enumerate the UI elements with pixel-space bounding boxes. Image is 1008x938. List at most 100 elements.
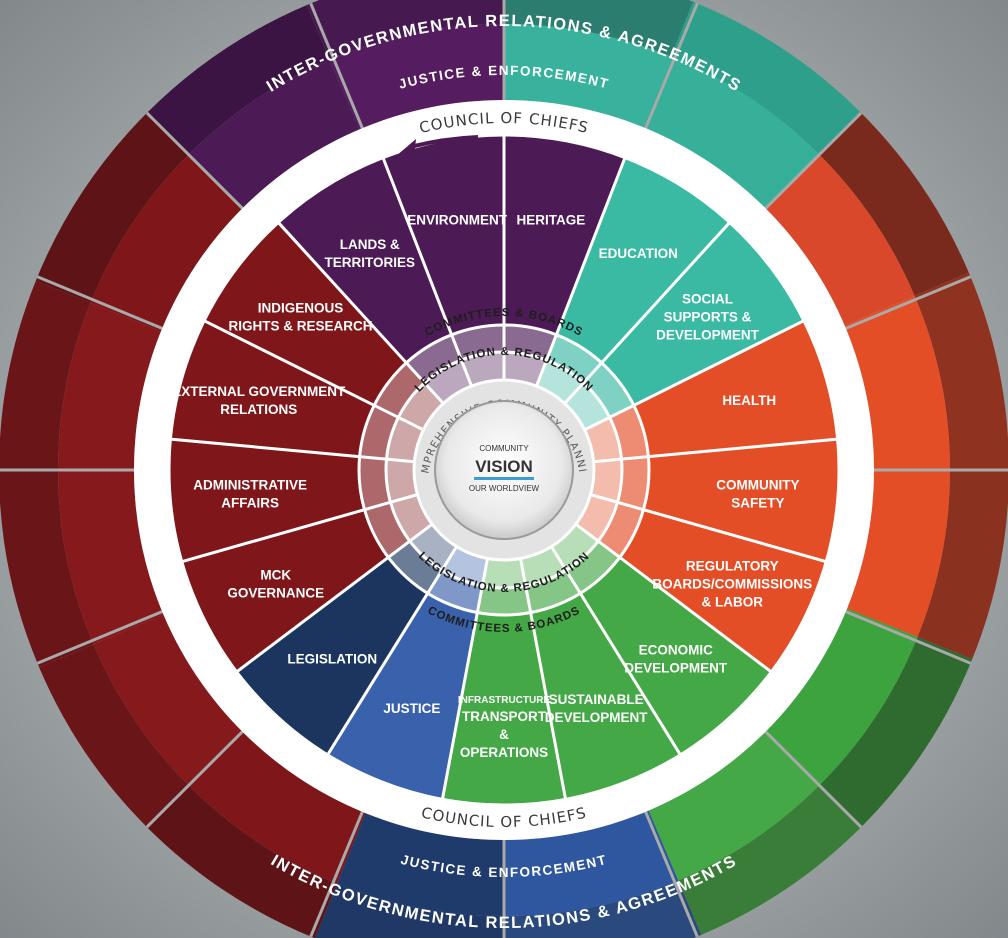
legislation-cell: [386, 417, 424, 462]
segment-justice: [327, 593, 478, 800]
outer-band-segment: [819, 637, 973, 828]
enforcement-band-segment: [336, 813, 504, 916]
legislation-cell: [390, 494, 433, 542]
segment-divider: [593, 437, 838, 464]
segment-dividers: [167, 133, 841, 807]
outer-divider: [309, 811, 364, 938]
committee-cell: [364, 502, 410, 558]
segment-divider: [181, 493, 418, 564]
outer-band-segment: [146, 5, 330, 155]
segment-regulatory-boards: [619, 509, 827, 672]
segment-label-heritage: HERITAGE: [516, 212, 585, 227]
segment-divider: [550, 545, 682, 756]
center-small-top: COMMUNITY: [479, 444, 529, 453]
outer-divider: [764, 111, 863, 210]
outer-band-segment: [504, 0, 694, 57]
committee-cell: [598, 502, 644, 558]
outer-band-segment: [0, 470, 94, 668]
segment-indigenous-rights: [204, 222, 407, 406]
segment-label-education: EDUCATION: [599, 246, 678, 261]
segment-divider: [535, 157, 627, 387]
segment-health: [633, 320, 838, 457]
segment-divider: [583, 319, 805, 432]
enforcement-band-segment: [648, 731, 820, 881]
enforcement-band-segment: [58, 470, 164, 645]
segment-label-health: HEALTH: [722, 393, 776, 408]
legislation-cell: [398, 382, 444, 430]
outer-band-segment: [0, 280, 91, 470]
main-ring-border: [167, 133, 841, 807]
committee-cell: [406, 334, 462, 383]
enforcement-band-segment: [504, 810, 679, 916]
enforcement-band-segment: [93, 614, 243, 786]
outer-band-segment: [146, 785, 337, 938]
legislation-cell: [575, 494, 618, 542]
center-small-bottom: OUR WORLDVIEW: [469, 484, 540, 493]
legislation-cell: [551, 524, 599, 571]
outer-divider: [36, 275, 163, 330]
outer-divider: [644, 811, 699, 938]
outer-band-segment: [314, 883, 504, 938]
outer-band-segment: [306, 0, 504, 60]
legislation-cell: [590, 459, 623, 503]
segment-divider: [235, 523, 434, 674]
legislation-cell: [584, 417, 622, 462]
committee-cell: [566, 541, 620, 594]
committee-cell: [374, 362, 425, 418]
legislation-cell: [409, 524, 457, 571]
segment-divider: [563, 221, 731, 405]
enforcement-band-segment: [765, 608, 918, 786]
legislation-cell: [424, 359, 472, 404]
arrow-head-icon: [396, 139, 416, 158]
segment-education: [556, 157, 730, 363]
outer-divider: [764, 730, 863, 829]
committee-cell: [525, 570, 581, 613]
segment-administrative-affairs: [168, 439, 365, 562]
main-segments: [168, 135, 839, 805]
enforcement-band-segment: [504, 24, 672, 127]
center-underline: [474, 477, 534, 480]
center-vision-title: VISION: [475, 457, 533, 476]
enforcement-band-segment: [188, 731, 366, 884]
segment-label-lands-territories: LANDS &TERRITORIES: [325, 237, 416, 270]
segment-economic-development: [580, 557, 772, 755]
outer-band-segment: [678, 785, 862, 935]
outer-divider: [36, 610, 163, 665]
ring-border: [357, 323, 651, 617]
outer-divider: [309, 2, 364, 129]
enforcement-band-segment: [90, 154, 243, 332]
segment-lands-territories: [278, 157, 452, 363]
segment-divider: [519, 558, 568, 800]
enforcement-band-segment: [642, 56, 820, 209]
segment-divider: [574, 523, 773, 674]
outer-band-segment: [819, 112, 969, 296]
enforcement-band-segment: [329, 24, 504, 130]
committee-cell: [427, 570, 483, 613]
legislation-cell: [461, 352, 504, 387]
segment-external-government: [170, 320, 375, 457]
ring-border: [384, 350, 624, 590]
segment-label-justice: JUSTICE: [383, 701, 440, 716]
legislation-cell: [536, 359, 584, 404]
outer-divider: [845, 610, 972, 665]
outer-band-segment: [917, 470, 1008, 660]
committee-cell: [617, 456, 650, 510]
segment-label-legislation: LEGISLATION: [287, 651, 377, 666]
segment-infrastructure: [442, 612, 566, 805]
outer-divider: [145, 111, 244, 210]
segment-divider: [440, 558, 489, 800]
segment-label-environment: ENVIRONMENT: [407, 212, 508, 227]
legislation-ring: [386, 352, 623, 589]
